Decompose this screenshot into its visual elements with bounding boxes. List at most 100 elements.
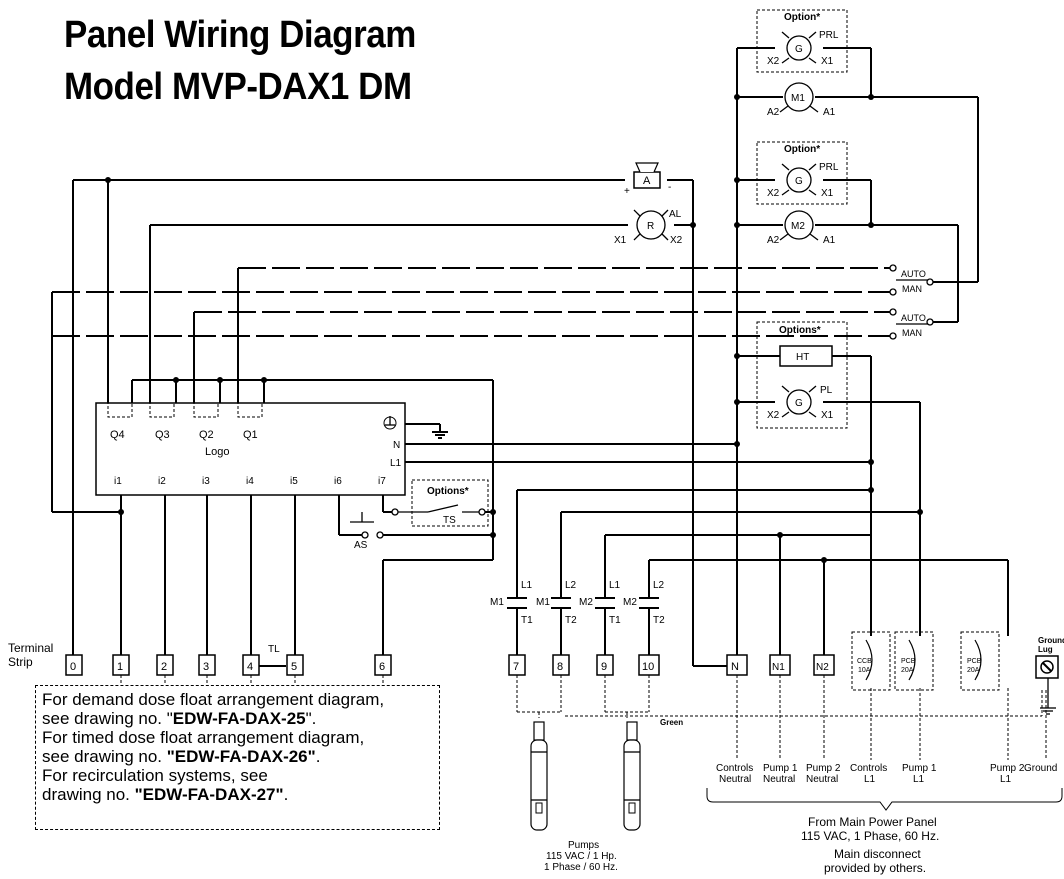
terminal-n2: N2 bbox=[816, 662, 829, 673]
pump-2 bbox=[623, 721, 641, 831]
terminal-strip-label: Strip bbox=[8, 655, 33, 669]
a2-label: A2 bbox=[767, 235, 780, 246]
input-i3: i3 bbox=[202, 476, 210, 487]
feed-label: Pump 2 bbox=[990, 763, 1025, 774]
terminal-2: 2 bbox=[161, 661, 167, 673]
output-q4: Q4 bbox=[110, 429, 125, 441]
terminal-1: 1 bbox=[117, 661, 123, 673]
as-switch: AS bbox=[350, 512, 493, 551]
relay-r: R AL X1 X2 bbox=[614, 209, 683, 246]
pump-1 bbox=[530, 721, 548, 831]
pl-label: PL bbox=[820, 385, 833, 396]
g-light-label: G bbox=[795, 44, 803, 55]
x1-label: X1 bbox=[821, 188, 834, 199]
motor-label: M2 bbox=[791, 221, 805, 232]
feed-label: L1 bbox=[864, 774, 876, 785]
x2-label: X2 bbox=[767, 56, 780, 67]
drawing-number: "EDW-FA-DAX-26" bbox=[166, 747, 316, 766]
terminal-strip: Terminal Strip TL 0 1 2 3 4 5 6 7 8 9 10… bbox=[8, 641, 835, 676]
man-label: MAN bbox=[902, 284, 922, 294]
logo-l1-terminal: L1 bbox=[390, 458, 402, 469]
as-label: AS bbox=[354, 540, 368, 551]
x1-label: X1 bbox=[821, 410, 834, 421]
feed-label: L1 bbox=[1000, 774, 1012, 785]
contact-l-label: L1 bbox=[521, 580, 533, 591]
note-text: For timed dose float arrangement diagram… bbox=[42, 728, 365, 747]
feed-label: L1 bbox=[913, 774, 925, 785]
options-label: Options* bbox=[427, 486, 469, 497]
terminal-8: 8 bbox=[557, 661, 563, 673]
notes-box: For demand dose float arrangement diagra… bbox=[35, 685, 440, 830]
feed-label: Controls bbox=[850, 763, 887, 774]
man-label: MAN bbox=[902, 328, 922, 338]
contactor-m2-l2: L2 M2 T2 bbox=[623, 580, 665, 626]
main-panel-label: provided by others. bbox=[824, 861, 926, 875]
terminal-4: 4 bbox=[247, 661, 253, 673]
page-title: Panel Wiring Diagram bbox=[64, 14, 416, 56]
option-label: Option* bbox=[784, 12, 820, 23]
breaker-pcb-1: PCB 20A bbox=[894, 631, 934, 691]
feed-label: Neutral bbox=[763, 774, 795, 785]
contact-t-label: T2 bbox=[653, 615, 665, 626]
feed-label: Neutral bbox=[806, 774, 838, 785]
green-label: Green bbox=[660, 718, 683, 727]
input-wires bbox=[118, 495, 493, 667]
drawing-number: EDW-FA-DAX-25 bbox=[172, 709, 306, 728]
terminal-drops bbox=[120, 675, 1047, 760]
breaker-rating: 20A bbox=[901, 667, 914, 674]
contact-t-label: T2 bbox=[565, 615, 577, 626]
note-line: For demand dose float arrangement diagra… bbox=[42, 690, 433, 709]
contactor-m1-l2: L2 M1 T2 bbox=[536, 580, 577, 626]
main-panel-label: 115 VAC, 1 Phase, 60 Hz. bbox=[801, 829, 939, 843]
note-line: drawing no. "EDW-FA-DAX-27". bbox=[42, 785, 433, 804]
breaker-rating: 10A bbox=[858, 667, 871, 674]
note-text: ". bbox=[305, 709, 317, 728]
terminal-7: 7 bbox=[513, 661, 519, 673]
output-q1: Q1 bbox=[243, 429, 258, 441]
control-wires bbox=[51, 177, 893, 655]
contact-m-label: M2 bbox=[579, 597, 593, 608]
pumps-caption: 115 VAC / 1 Hp. bbox=[546, 851, 617, 862]
ts-label: TS bbox=[443, 515, 456, 526]
alarm-horn: A + - bbox=[624, 162, 671, 197]
options-box-ht: Options* HT G PL X2 X1 bbox=[756, 321, 848, 429]
terminal-strip-label: Terminal bbox=[8, 641, 53, 655]
motor-m1: M1 A2 A1 bbox=[767, 82, 836, 118]
note-text: see drawing no. bbox=[42, 747, 167, 766]
auto-label: AUTO bbox=[901, 269, 926, 279]
relay-label: R bbox=[647, 221, 654, 232]
alarm-label: A bbox=[643, 175, 651, 187]
pumps-caption: 1 Phase / 60 Hz. bbox=[544, 862, 618, 873]
input-i6: i6 bbox=[334, 476, 342, 487]
x2-label: X2 bbox=[670, 235, 683, 246]
input-i7: i7 bbox=[378, 476, 386, 487]
options-label: Options* bbox=[779, 325, 821, 336]
x1-label: X1 bbox=[614, 235, 627, 246]
a1-label: A1 bbox=[823, 107, 836, 118]
ht-label: HT bbox=[796, 352, 809, 363]
note-line: see drawing no. "EDW-FA-DAX-26". bbox=[42, 747, 433, 766]
prl-label: PRL bbox=[819, 162, 839, 173]
breaker-ccb: CCB 10A bbox=[851, 631, 891, 691]
input-i5: i5 bbox=[290, 476, 298, 487]
x2-label: X2 bbox=[767, 410, 780, 421]
contactor-m1-l1: L1 M1 T1 bbox=[490, 580, 533, 626]
contact-t-label: T1 bbox=[521, 615, 533, 626]
note-line: see drawing no. "EDW-FA-DAX-25". bbox=[42, 709, 433, 728]
feed-label: Ground bbox=[1024, 763, 1057, 774]
contact-m-label: M2 bbox=[623, 597, 637, 608]
main-panel-label: Main disconnect bbox=[834, 847, 921, 861]
note-text: drawing no. bbox=[42, 785, 135, 804]
x1-label: X1 bbox=[821, 56, 834, 67]
terminal-n1: N1 bbox=[772, 662, 785, 673]
note-text: . bbox=[315, 747, 321, 766]
g-light-label: G bbox=[795, 398, 803, 409]
breaker-type: PCB bbox=[967, 658, 982, 665]
contact-m-label: M1 bbox=[536, 597, 550, 608]
power-rails bbox=[690, 47, 979, 667]
alarm-plus-label: + bbox=[624, 186, 630, 197]
feed-labels: Controls Neutral Pump 1 Neutral Pump 2 N… bbox=[716, 763, 1057, 785]
output-q2: Q2 bbox=[199, 429, 214, 441]
relay-tag: AL bbox=[669, 209, 682, 220]
